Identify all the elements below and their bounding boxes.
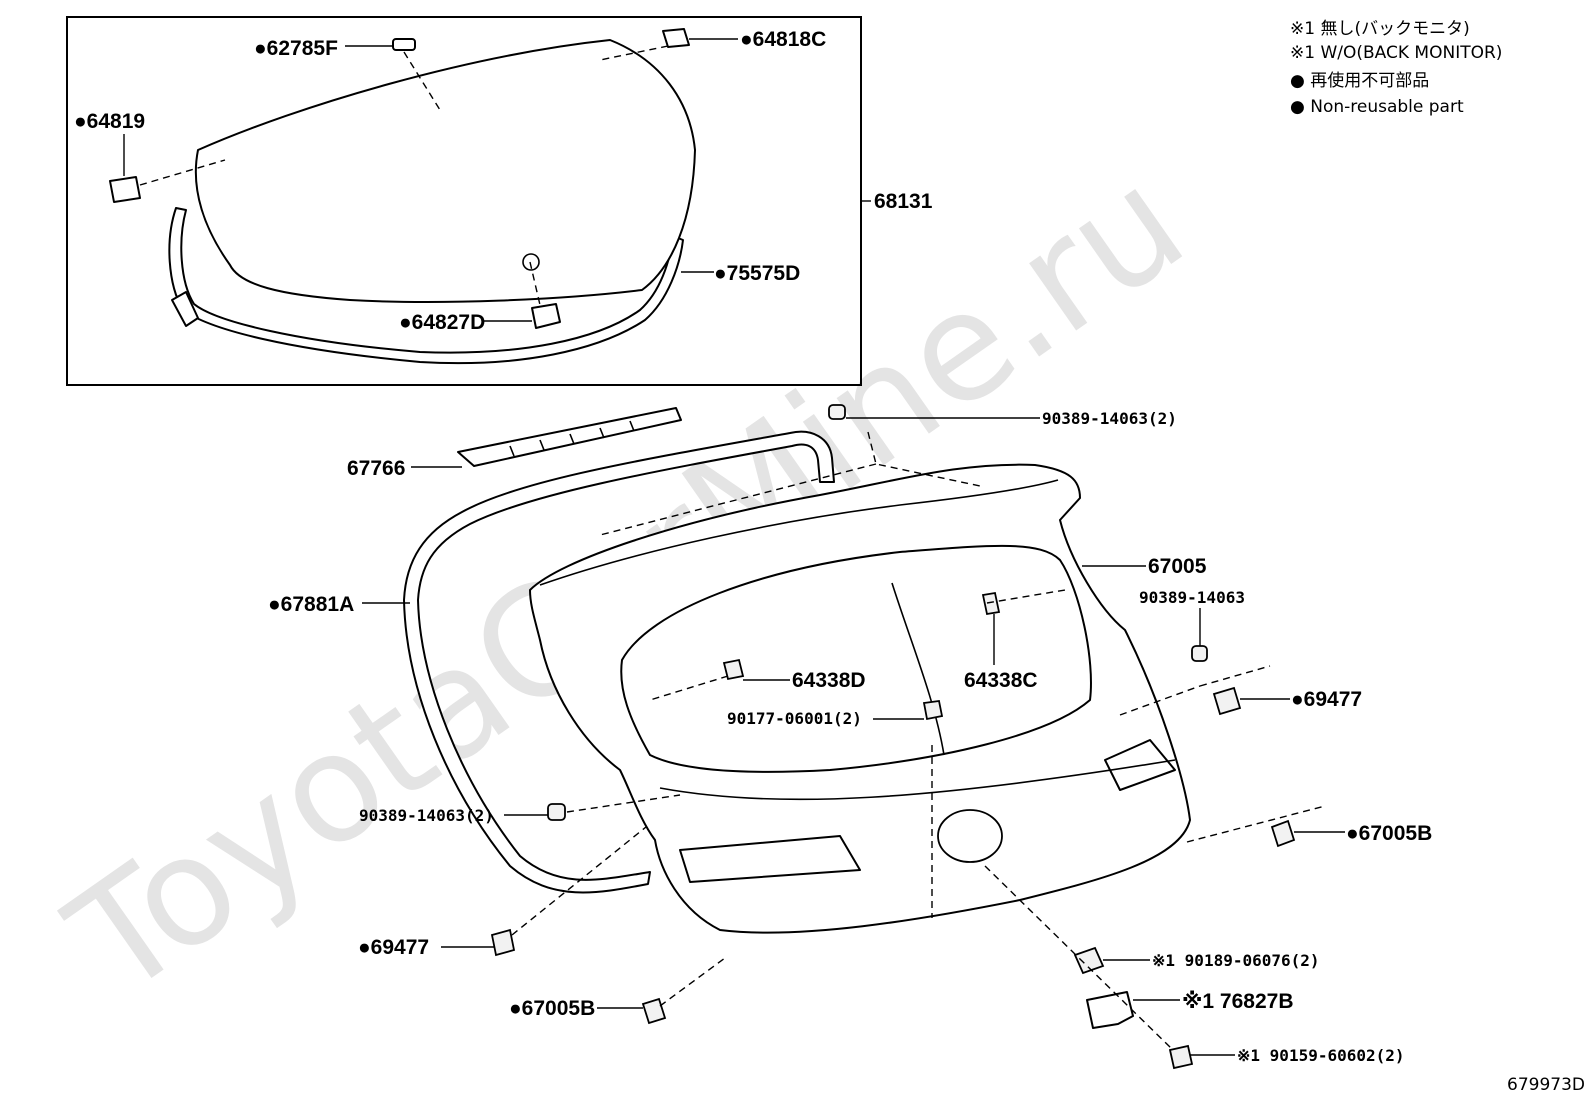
legend: ※1 無し(バックモニタ) ※1 W/O(BACK MONITOR) ● 再使用… <box>1290 19 1502 117</box>
label-67005: 67005 <box>1148 555 1207 578</box>
label-64338D: 64338D <box>792 669 866 692</box>
glass-inset <box>66 16 871 386</box>
cushion-69477-left <box>490 928 516 957</box>
stopper-64338D <box>722 658 745 681</box>
weatherstrip-end <box>171 291 199 327</box>
spoiler-67766 <box>457 407 682 467</box>
cushion-90389-left <box>547 803 566 821</box>
label-67005B-right: ●67005B <box>1346 822 1432 845</box>
label-76827B: ※1 76827B <box>1182 990 1294 1013</box>
diagram-id: 679973D <box>1507 1075 1585 1095</box>
label-62785F: ●62785F <box>254 37 338 60</box>
window-divider <box>891 582 945 756</box>
label-90389-top: 90389-14063(2) <box>1042 409 1177 428</box>
dash-67005B-left <box>659 957 726 1007</box>
label-67766: 67766 <box>347 457 405 480</box>
dash-67005B-right <box>1186 805 1326 843</box>
emblem-area <box>937 809 1003 863</box>
label-68131: 68131 <box>874 190 933 213</box>
legend-line-3: ● 再使用不可部品 <box>1290 70 1429 91</box>
cushion-69477-right <box>1212 686 1242 716</box>
label-75575D: ●75575D <box>714 262 800 285</box>
screw-90159 <box>1168 1044 1194 1070</box>
label-64338C: 64338C <box>964 669 1038 692</box>
dash-69477-right <box>1119 665 1271 716</box>
spoiler-edge <box>539 479 1059 586</box>
license-lamp-area <box>679 835 861 883</box>
label-67005B-left: ●67005B <box>509 997 595 1020</box>
label-64819 <box>109 176 141 203</box>
dash-64338C <box>986 589 1066 604</box>
door-weatherstrip-67881A <box>403 430 835 894</box>
dash-69477-left <box>511 826 647 936</box>
legend-line-2: ※1 W/O(BACK MONITOR) <box>1290 43 1502 63</box>
label-69477-left: ●69477 <box>358 936 429 959</box>
glass-hole <box>522 253 540 271</box>
label-64827D: ●64827D <box>399 311 485 334</box>
dash-emblem-clips <box>984 865 1174 1051</box>
spoiler-clips <box>509 420 635 457</box>
stopper-64338C <box>981 591 1001 616</box>
clip-90189 <box>1073 946 1105 975</box>
nut-90177 <box>922 699 944 721</box>
label-64819: ●64819 <box>74 110 145 133</box>
label-64818C: ●64818C <box>740 28 826 51</box>
label-90177: 90177-06001(2) <box>727 709 862 728</box>
cushion-90389-right <box>1191 645 1208 662</box>
legend-line-4: ● Non-reusable part <box>1290 97 1464 117</box>
cushion-90389-top <box>828 404 846 420</box>
legend-line-1: ※1 無し(バックモニタ) <box>1290 19 1470 39</box>
label-90189: ※1 90189-06076(2) <box>1152 951 1320 970</box>
label-64827D <box>531 303 561 329</box>
clip-62785F <box>392 38 416 51</box>
dash-64819 <box>139 159 226 186</box>
label-67881A: ●67881A <box>268 593 354 616</box>
cushion-67005B-left <box>641 997 667 1025</box>
back-door-window-opening <box>620 544 1092 773</box>
cushion-67005B-right <box>1270 819 1296 848</box>
door-lower-edge <box>659 759 1176 801</box>
dash-cushion-top <box>599 431 981 536</box>
label-90389-left: 90389-14063(2) <box>359 806 494 825</box>
dash-64338D <box>649 675 729 701</box>
dash-64827D <box>529 261 541 306</box>
label-69477-right: ●69477 <box>1291 688 1362 711</box>
label-90159: ※1 90159-60602(2) <box>1237 1046 1405 1065</box>
label-64818C <box>662 28 690 48</box>
back-door-glass-68131 <box>194 39 696 303</box>
label-90389-right: 90389-14063 <box>1139 588 1245 607</box>
bracket-76827B <box>1086 991 1134 1029</box>
